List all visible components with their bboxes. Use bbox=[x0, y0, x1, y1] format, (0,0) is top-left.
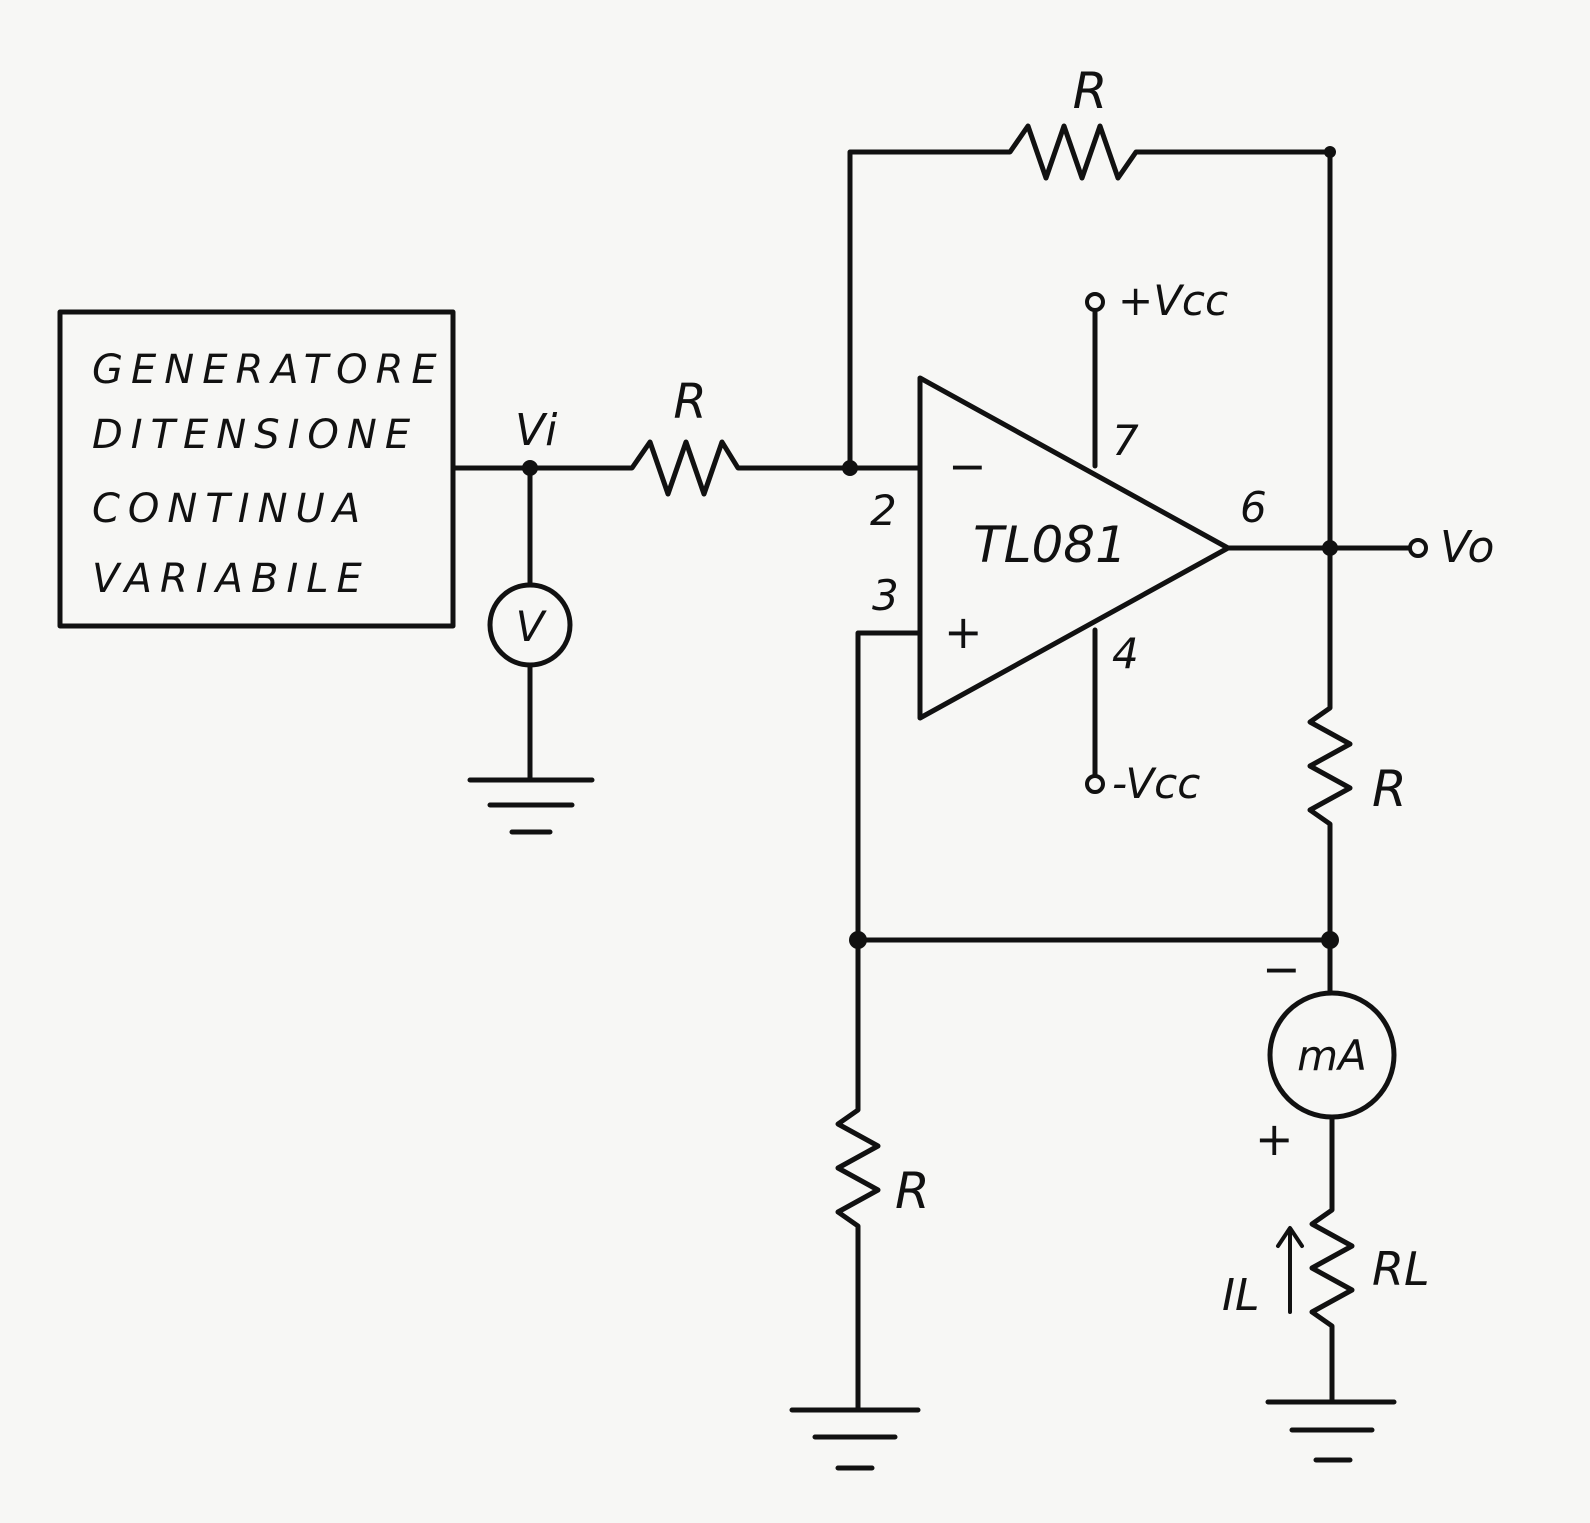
output: Vo bbox=[1225, 522, 1494, 573]
output-divider-resistor: R bbox=[1307, 545, 1407, 943]
inverting-sign: − bbox=[948, 439, 987, 493]
generator-line-3: CONTINUA bbox=[92, 486, 368, 532]
load-resistor-zigzag bbox=[1309, 1197, 1355, 1405]
vcc-negative-terminal bbox=[1085, 774, 1105, 794]
load-current-indicator: IL bbox=[1222, 1226, 1304, 1321]
vcc-positive-label: +Vcc bbox=[1118, 276, 1228, 325]
pin-4-label: 4 bbox=[1112, 629, 1139, 678]
milliammeter-label: mA bbox=[1297, 1031, 1367, 1080]
generator-line-4: VARIABILE bbox=[92, 556, 370, 602]
voltage-generator: GENERATORE DITENSIONE CONTINUA VARIABILE bbox=[57, 309, 456, 629]
voltmeter-branch: V bbox=[467, 465, 595, 835]
ma-plus-label: + bbox=[1255, 1112, 1294, 1166]
load-resistor: RL bbox=[1265, 1197, 1430, 1463]
load-current-arrow-icon bbox=[1276, 1226, 1304, 1314]
noninverting-sign: + bbox=[944, 605, 983, 659]
vo-terminal bbox=[1408, 538, 1428, 558]
milliammeter-branch: mA − + bbox=[1255, 937, 1397, 1203]
pin-2-label: 2 bbox=[870, 486, 897, 535]
input-resistor: R bbox=[607, 374, 853, 497]
op-amp-tl081: TL081 − + 2 3 6 7 4 bbox=[870, 375, 1267, 721]
load-resistor-label: RL bbox=[1372, 1242, 1430, 1296]
generator-line-2: DITENSIONE bbox=[92, 412, 418, 458]
pin-3-label: 3 bbox=[872, 571, 899, 620]
ground-symbol-right bbox=[1265, 1399, 1397, 1463]
feedback-corner bbox=[1324, 146, 1336, 158]
feedback-resistor-label: R bbox=[1073, 62, 1108, 120]
op-amp-triangle bbox=[917, 375, 1231, 721]
pin-7-label: 7 bbox=[1112, 416, 1139, 465]
pin-6-label: 6 bbox=[1240, 483, 1267, 532]
input-resistor-label: R bbox=[673, 374, 706, 430]
vo-label: Vo bbox=[1440, 522, 1494, 573]
vcc-positive-terminal bbox=[1085, 292, 1105, 312]
ma-minus-label: − bbox=[1262, 942, 1301, 996]
ground-symbol-middle bbox=[789, 1407, 921, 1471]
ground-resistor: R bbox=[789, 937, 930, 1471]
output-divider-label: R bbox=[1372, 760, 1407, 818]
voltmeter-label: V bbox=[516, 602, 548, 651]
noninverting-wire bbox=[855, 630, 1333, 943]
input-resistor-zigzag bbox=[607, 439, 853, 497]
ground-resistor-label: R bbox=[895, 1162, 930, 1220]
ground-symbol-left bbox=[467, 777, 595, 835]
load-current-label: IL bbox=[1222, 1270, 1260, 1321]
feedback-resistor: R bbox=[847, 62, 1336, 548]
op-amp-name: TL081 bbox=[973, 516, 1127, 574]
supply-negative: -Vcc bbox=[1085, 627, 1200, 808]
vcc-negative-label: -Vcc bbox=[1112, 759, 1200, 808]
supply-positive: +Vcc bbox=[1085, 276, 1228, 469]
vi-label: Vi bbox=[515, 405, 558, 456]
output-divider-zigzag bbox=[1307, 545, 1353, 943]
feedback-path bbox=[847, 123, 1333, 548]
ground-resistor-zigzag bbox=[835, 937, 881, 1413]
generator-line-1: GENERATORE bbox=[92, 347, 445, 393]
